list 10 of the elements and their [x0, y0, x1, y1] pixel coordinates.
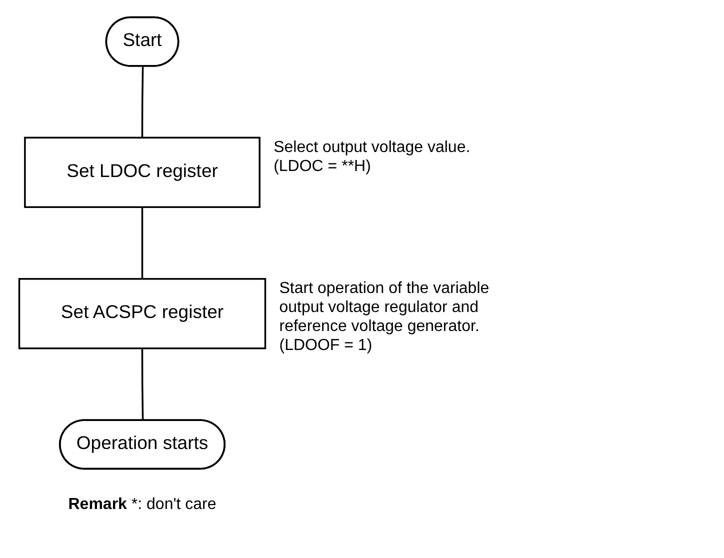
note-text: Start operation of the variable output voltage regulator and reference voltage generator. (LDOOF = 1) — [279, 278, 490, 355]
terminal-node: Operation starts — [59, 419, 226, 470]
connector-line — [141, 348, 144, 421]
process-box: Set LDOC register — [24, 136, 260, 208]
connector-line — [141, 207, 144, 279]
terminal-node: Start — [105, 16, 180, 67]
note-text: Select output voltage value. (LDOC = **H) — [274, 138, 472, 176]
remark-text: Remark *: don't care — [68, 496, 216, 514]
connector-line — [141, 66, 144, 138]
process-box: Set ACSPC register — [18, 278, 266, 350]
